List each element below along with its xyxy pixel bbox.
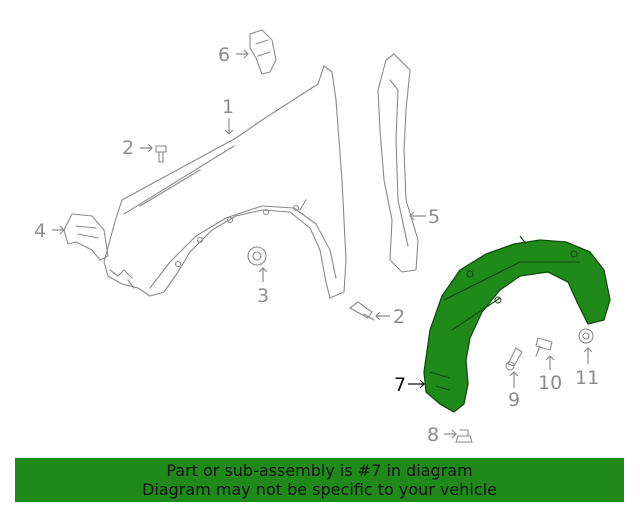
callout-2-lower: 2: [393, 306, 405, 328]
callout-8: 8: [427, 424, 439, 446]
callout-11: 11: [575, 367, 599, 389]
part-5-shield: [377, 53, 419, 273]
callout-2-upper: 2: [122, 137, 134, 159]
part-4-bracket: [63, 213, 109, 261]
callout-4: 4: [34, 220, 46, 242]
part-7-fender-liner: [423, 235, 611, 413]
callout-7: 7: [394, 374, 406, 396]
banner-line-1: Part or sub-assembly is #7 in diagram: [166, 461, 473, 480]
part-3-nut: [247, 246, 267, 266]
callout-10: 10: [538, 372, 562, 394]
part-6-bracket: [249, 29, 277, 75]
part-1-fender: [103, 65, 347, 299]
part-2-bolt-upper: [155, 145, 167, 163]
callout-6: 6: [218, 44, 230, 66]
part-10-bolt: [535, 337, 553, 357]
info-banner: Part or sub-assembly is #7 in diagram Di…: [15, 458, 624, 502]
leader-arrows: [52, 49, 593, 439]
part-2-bolt-lower: [349, 301, 375, 321]
part-9-screw: [505, 347, 523, 371]
part-11-nut: [578, 328, 594, 344]
banner-line-2: Diagram may not be specific to your vehi…: [142, 480, 497, 499]
callout-9: 9: [508, 389, 520, 411]
callout-5: 5: [428, 206, 440, 228]
callout-3: 3: [257, 285, 269, 307]
callout-1: 1: [222, 96, 234, 118]
part-8-clip: [455, 429, 473, 443]
